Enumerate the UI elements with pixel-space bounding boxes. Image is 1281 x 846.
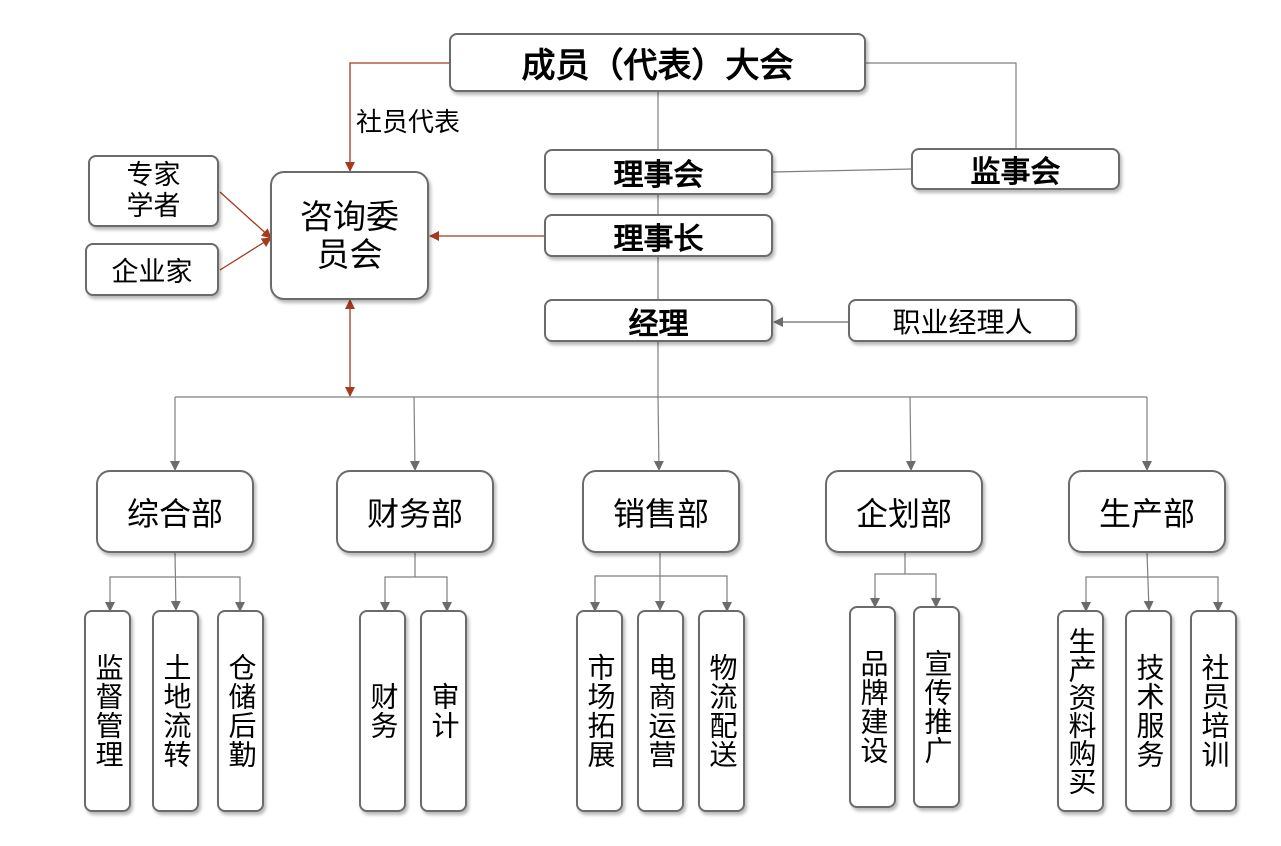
sub-unit-ecommerce: 电商运营 [637,610,684,812]
assembly-to-supervisory-line [865,62,1017,150]
experts-line-1: 专家 [126,160,181,191]
professional-manager-box: 职业经理人 [848,299,1077,342]
sub-unit-supervision: 监督管理 [84,610,131,812]
professional-manager-label: 职业经理人 [892,305,1033,339]
advisory-committee-box: 咨询委 员会 [270,171,429,300]
council-to-supervisory-line [771,168,913,173]
assembly-label: 成员（代表）大会 [521,46,794,86]
department-label: 综合部 [126,494,223,533]
sub-unit-land-transfer: 土地流转 [152,610,199,812]
council-label: 理事会 [613,158,704,193]
assembly-box: 成员（代表）大会 [449,33,866,92]
department-sales: 销售部 [582,470,740,553]
sub-unit-label: 市场拓展 [583,653,617,769]
sub-unit-warehouse-logistics: 仓储后勤 [217,610,264,812]
department-general: 综合部 [96,470,254,553]
manager-box: 经理 [544,299,773,342]
sub-unit-label: 审计 [427,682,461,740]
department-finance: 财务部 [336,470,494,553]
sub-unit-label: 生产资料购买 [1064,627,1098,795]
entrepreneur-to-advisory-arrow [219,237,272,271]
sub-unit-label: 宣传推广 [920,649,954,765]
sub-unit-brand-building: 品牌建设 [849,606,896,808]
sub-unit-label: 物流配送 [705,653,739,769]
department-label: 企划部 [855,494,952,533]
sub-unit-label: 财务 [366,682,400,740]
sub-unit-member-training: 社员培训 [1190,610,1237,812]
sub-unit-market-expansion: 市场拓展 [576,610,623,812]
sub-unit-material-purchase: 生产资料购买 [1057,610,1104,812]
sub-unit-label: 仓储后勤 [224,653,258,769]
sub-unit-label: 品牌建设 [856,649,890,765]
sub-unit-label: 土地流转 [159,653,193,769]
sub-unit-label: 社员培训 [1197,653,1231,769]
supervisory-label: 监事会 [970,155,1061,190]
advisory-line-1: 咨询委 [300,196,399,236]
entrepreneur-label: 企业家 [111,257,193,288]
department-label: 财务部 [366,494,463,533]
entrepreneur-box: 企业家 [85,243,219,296]
chairman-label: 理事长 [613,221,704,257]
sub-unit-delivery: 物流配送 [698,610,745,812]
department-label: 销售部 [612,494,709,533]
supervisory-box: 监事会 [911,148,1120,190]
manager-label: 经理 [628,306,689,342]
experts-scholars-box: 专家 学者 [88,155,219,227]
chairman-box: 理事长 [544,214,773,257]
sub-unit-label: 监督管理 [91,653,125,769]
department-planning: 企划部 [825,470,983,553]
experts-to-advisory-arrow [219,191,272,239]
sub-unit-promotion: 宣传推广 [913,606,960,808]
assembly-to-advisory-arrow [345,62,452,172]
sub-unit-audit: 审计 [420,610,467,812]
council-box: 理事会 [544,149,773,195]
department-label: 生产部 [1098,494,1195,533]
sub-unit-finance: 财务 [359,610,406,812]
member-representative-label: 社员代表 [356,108,461,138]
sub-unit-label: 电商运营 [644,653,678,769]
sub-unit-tech-service: 技术服务 [1125,610,1172,812]
department-production: 生产部 [1068,470,1226,553]
experts-line-2: 学者 [126,191,181,222]
sub-unit-label: 技术服务 [1132,653,1166,769]
advisory-line-2: 员会 [316,234,383,274]
